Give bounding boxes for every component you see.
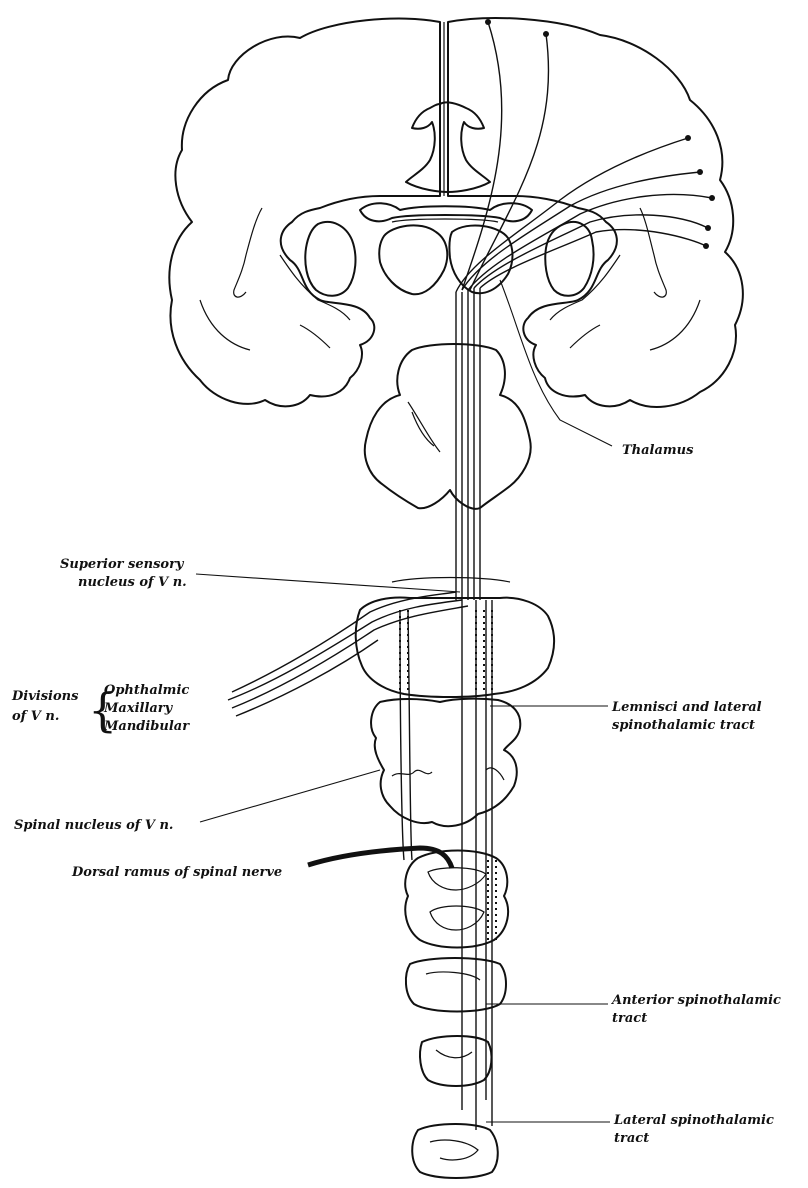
label-anterior-line1: Anterior spinothalamic — [610, 993, 781, 1008]
label-lemnisci-line1: Lemnisci and lateral — [611, 700, 762, 715]
label-mandibular: Mandibular — [103, 719, 190, 734]
label-ophthalmic: Ophthalmic — [104, 683, 189, 698]
label-superior-sensory-line2: nucleus of V n. — [78, 575, 187, 590]
label-dorsal-ramus: Dorsal ramus of spinal nerve — [71, 865, 282, 880]
label-thalamus: Thalamus — [622, 443, 694, 458]
label-spinal-nucleus: Spinal nucleus of V n. — [14, 818, 173, 833]
label-lemnisci-line2: spinothalamic tract — [612, 718, 755, 733]
label-divisions-line1: Divisions — [11, 689, 79, 704]
label-maxillary: Maxillary — [103, 701, 174, 716]
midbrain-section — [365, 344, 531, 509]
label-superior-sensory-line1: Superior sensory — [60, 557, 185, 572]
fiber-tracts — [228, 19, 715, 1130]
pons-section — [356, 578, 554, 698]
leader-lines — [196, 280, 612, 1122]
label-lateral-line2: tract — [614, 1131, 649, 1146]
label-lateral-line1: Lateral spinothalamic — [613, 1113, 774, 1128]
medulla-section — [371, 699, 520, 826]
label-divisions-line2: of V n. — [12, 709, 59, 724]
labels: Thalamus Superior sensory nucleus of V n… — [11, 443, 781, 1146]
label-anterior-line2: tract — [612, 1011, 647, 1026]
